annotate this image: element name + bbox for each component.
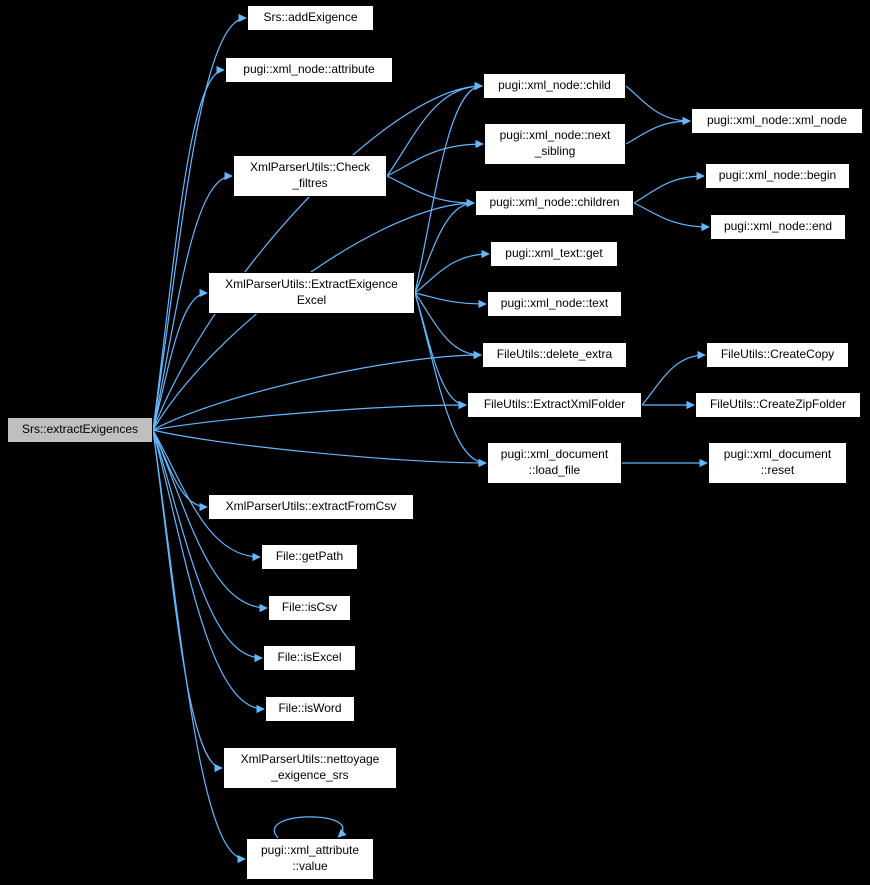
node-fileutils-create-zip-folder[interactable]: FileUtils::CreateZipFolder xyxy=(695,392,861,418)
node-extract-exigence-excel[interactable]: XmlParserUtils::ExtractExigence Excel xyxy=(208,272,415,314)
node-xml-text-get[interactable]: pugi::xml_text::get xyxy=(490,241,618,267)
node-label: pugi::xml_node::xml_node xyxy=(706,113,848,128)
node-srs-extract-exigences[interactable]: Srs::extractExigences xyxy=(7,417,153,443)
node-fileutils-delete-extra[interactable]: FileUtils::delete_extra xyxy=(482,342,627,368)
node-xml-node-next-sibling[interactable]: pugi::xml_node::next _sibling xyxy=(484,123,626,165)
node-xml-node-text[interactable]: pugi::xml_node::text xyxy=(487,291,622,317)
node-check-filtres[interactable]: XmlParserUtils::Check _filtres xyxy=(233,155,387,197)
node-label: XmlParserUtils::Check _filtres xyxy=(249,160,371,190)
node-label: pugi::xml_document ::reset xyxy=(723,447,832,477)
node-xml-node-children[interactable]: pugi::xml_node::children xyxy=(475,190,634,216)
node-xml-node-constructor[interactable]: pugi::xml_node::xml_node xyxy=(691,108,863,134)
node-label: File::isWord xyxy=(278,701,342,716)
node-label: XmlParserUtils::extractFromCsv xyxy=(225,499,397,514)
node-xml-document-reset[interactable]: pugi::xml_document ::reset xyxy=(708,442,847,484)
node-xml-node-end[interactable]: pugi::xml_node::end xyxy=(710,214,846,240)
node-extract-from-csv[interactable]: XmlParserUtils::extractFromCsv xyxy=(208,494,414,520)
node-xml-attribute-value[interactable]: pugi::xml_attribute ::value xyxy=(246,838,374,880)
node-file-get-path[interactable]: File::getPath xyxy=(261,544,358,570)
node-label: FileUtils::CreateZipFolder xyxy=(709,397,847,412)
node-label: pugi::xml_node::end xyxy=(723,219,833,234)
node-xml-document-load-file[interactable]: pugi::xml_document ::load_file xyxy=(487,442,622,484)
node-xml-node-begin[interactable]: pugi::xml_node::begin xyxy=(705,163,850,189)
node-label: pugi::xml_node::children xyxy=(489,195,620,210)
node-file-is-excel[interactable]: File::isExcel xyxy=(263,645,356,671)
node-label: pugi::xml_node::begin xyxy=(718,168,837,183)
node-file-is-csv[interactable]: File::isCsv xyxy=(268,595,351,621)
node-label: File::getPath xyxy=(275,549,344,564)
node-label: pugi::xml_node::text xyxy=(500,296,609,311)
node-label: pugi::xml_attribute ::value xyxy=(260,843,360,873)
node-label: FileUtils::ExtractXmlFolder xyxy=(483,397,626,412)
node-xml-node-child[interactable]: pugi::xml_node::child xyxy=(483,73,626,99)
node-label: pugi::xml_text::get xyxy=(505,246,603,261)
node-file-is-word[interactable]: File::isWord xyxy=(265,696,355,722)
node-fileutils-create-copy[interactable]: FileUtils::CreateCopy xyxy=(706,342,849,368)
node-fileutils-extract-xml-folder[interactable]: FileUtils::ExtractXmlFolder xyxy=(467,392,642,418)
node-label: pugi::xml_node::attribute xyxy=(243,62,375,77)
node-label: pugi::xml_document ::load_file xyxy=(500,447,609,477)
node-label: XmlParserUtils::ExtractExigence Excel xyxy=(225,277,398,307)
node-label: File::isExcel xyxy=(277,650,342,665)
node-label: File::isCsv xyxy=(281,600,338,615)
node-xml-node-attribute[interactable]: pugi::xml_node::attribute xyxy=(225,57,393,83)
node-srs-add-exigence[interactable]: Srs::addExigence xyxy=(247,5,374,31)
node-label: XmlParserUtils::nettoyage _exigence_srs xyxy=(240,752,380,782)
node-label: pugi::xml_node::child xyxy=(498,78,611,93)
node-label: pugi::xml_node::next _sibling xyxy=(499,128,611,158)
node-label: Srs::addExigence xyxy=(263,10,358,25)
node-label: FileUtils::CreateCopy xyxy=(720,347,835,362)
node-label: FileUtils::delete_extra xyxy=(496,347,613,362)
node-label: Srs::extractExigences xyxy=(21,422,139,437)
node-nettoyage-exigence-srs[interactable]: XmlParserUtils::nettoyage _exigence_srs xyxy=(223,747,397,789)
